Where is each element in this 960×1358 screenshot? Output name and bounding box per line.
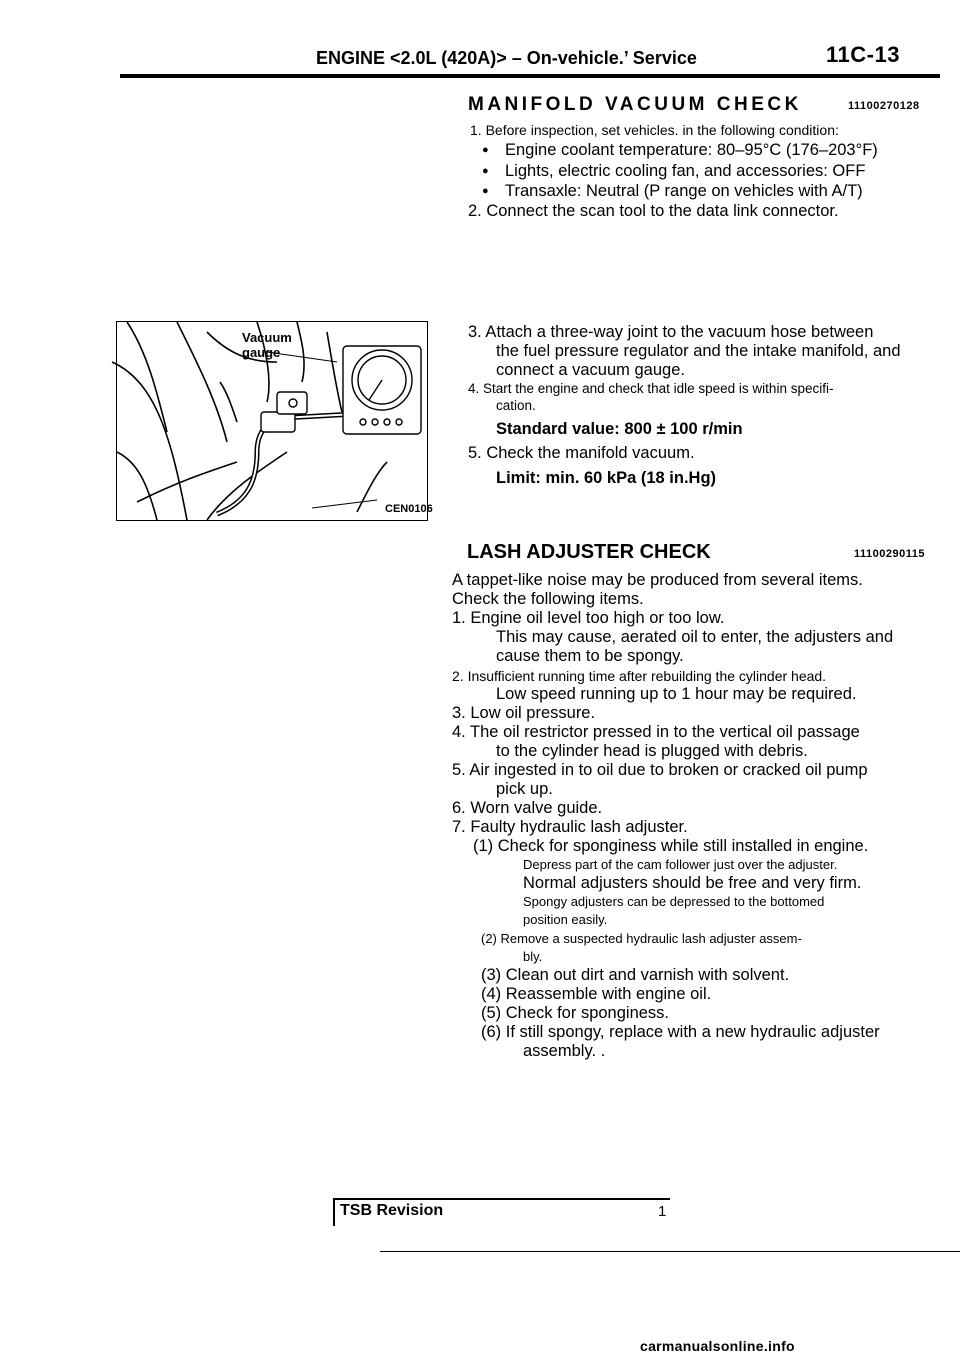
lash-line: cause them to be spongy. [496,647,684,665]
lash-line: Depress part of the cam follower just ov… [523,857,838,872]
lash-line: pick up. [496,780,553,798]
lash-line: 4. The oil restrictor pressed in to the … [452,723,860,741]
manifold-step-3-line-1: 3. Attach a three-way joint to the vacuu… [468,323,874,341]
page-header-title: ENGINE <2.0L (420A)> – On-vehicle.’ Serv… [316,48,697,68]
lash-line: 5. Air ingested in to oil due to broken … [452,761,868,779]
bottom-rule [380,1251,960,1252]
lash-line: 3. Low oil pressure. [452,704,596,722]
lash-line: (5) Check for sponginess. [481,1004,670,1022]
lash-line: assembly. . [523,1042,606,1060]
manifold-step-1: 1. Before inspection, set vehicles. in t… [470,122,839,138]
lash-line: 1. Engine oil level too high or too low. [452,609,725,627]
lash-line: 2. Insufficient running time after rebui… [452,668,827,684]
bullet-dot-icon: ● [482,165,489,177]
manifold-bullet-1: Engine coolant temperature: 80–95°C (176… [505,141,878,159]
lash-line: This may cause, aerated oil to enter, th… [496,628,894,646]
footer-tsb-revision: TSB Revision [340,1202,444,1219]
manifold-limit-value: Limit: min. 60 kPa (18 in.Hg) [496,469,717,487]
figure-code: CEN0106 [385,503,433,515]
manifold-bullet-2: Lights, electric cooling fan, and access… [505,162,866,180]
manifold-section-title: MANIFOLD VACUUM CHECK [468,94,802,115]
bullet-dot-icon: ● [482,144,489,156]
lash-line: Low speed running up to 1 hour may be re… [496,685,857,703]
footer-frame [333,1198,670,1226]
footer-revision-number: 1 [658,1203,667,1220]
manifold-step-4-line-1: 4. Start the engine and check that idle … [468,381,834,396]
manifold-step-2: 2. Connect the scan tool to the data lin… [468,202,839,220]
lash-line: A tappet-like noise may be produced from… [452,571,863,589]
lash-line: (6) If still spongy, replace with a new … [481,1023,880,1041]
bullet-dot-icon: ● [482,185,489,197]
manifold-step-3-line-3: connect a vacuum gauge. [496,361,685,379]
manifold-section-code: 11100270128 [848,100,920,112]
lash-line: to the cylinder head is plugged with deb… [496,742,808,760]
lash-line: Normal adjusters should be free and very… [523,874,862,892]
lash-line: (4) Reassemble with engine oil. [481,985,712,1003]
site-watermark: carmanualsonline.info [640,1338,795,1354]
lash-line: (1) Check for sponginess while still ins… [473,837,869,855]
manifold-step-3-line-2: the fuel pressure regulator and the inta… [496,342,901,360]
lash-line: position easily. [523,912,608,927]
lash-line: 7. Faulty hydraulic lash adjuster. [452,818,688,836]
page-header-code: 11C-13 [826,42,900,67]
figure-label-vacuum: Vacuum [242,330,292,345]
manifold-standard-value: Standard value: 800 ± 100 r/min [496,420,743,438]
lash-line: (2) Remove a suspected hydraulic lash ad… [481,931,802,946]
lash-line: 6. Worn valve guide. [452,799,603,817]
manifold-step-4-line-2: cation. [496,398,536,413]
lash-line: (3) Clean out dirt and varnish with solv… [481,966,790,984]
lash-section-code: 11100290115 [854,548,925,560]
figure-label-gauge: gauge [242,345,281,360]
vacuum-gauge-figure: Vacuum gauge CEN0106 [111,321,433,521]
engine-hose-illustration [111,321,422,521]
lash-section-title: LASH ADJUSTER CHECK [467,541,711,563]
lash-line: Check the following items. [452,590,644,608]
lash-line: bly. [523,949,543,964]
header-rule [120,74,940,78]
lash-line: Spongy adjusters can be depressed to the… [523,894,825,909]
manifold-step-5: 5. Check the manifold vacuum. [468,444,695,462]
manifold-bullet-3: Transaxle: Neutral (P range on vehicles … [505,182,863,200]
